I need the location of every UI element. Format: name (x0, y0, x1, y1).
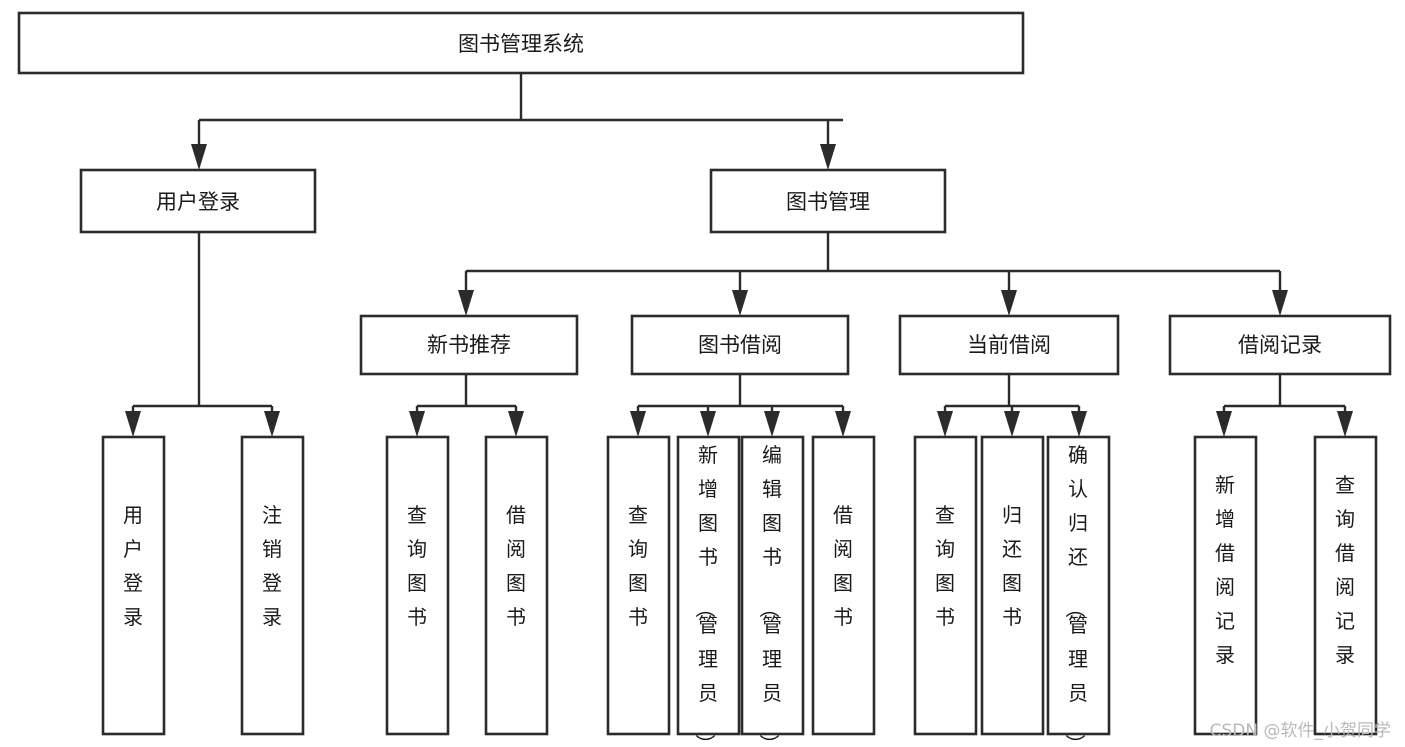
arrow-head-user-login (191, 144, 207, 170)
node-leaf-query-record[interactable]: 查询借阅记录 (1313, 435, 1378, 736)
arrow-head-book-borrow (732, 290, 748, 316)
node-leaf-query-record-label: 查询借阅记录 (1335, 473, 1355, 667)
arrow-head-leaf-confirm-return (1071, 411, 1087, 437)
node-leaf-confirm-return-label: 确认归还（管理员） (1063, 443, 1088, 747)
node-borrow-record-label: 借阅记录 (1238, 333, 1322, 357)
node-leaf-logout-box[interactable] (240, 435, 305, 736)
node-new-book-recommend-label: 新书推荐 (427, 333, 511, 357)
arrow-head-new-book-recommend (458, 290, 474, 316)
edge-group-root-to-level2 (191, 73, 843, 170)
edge-group-new-book-recommend-to-leaves (409, 374, 524, 437)
arrow-head-leaf-logout (264, 411, 280, 437)
arrow-head-leaf-query-record (1337, 411, 1353, 437)
watermark: CSDN @软件_小贺同学 (1209, 721, 1391, 741)
arrow-head-leaf-borrow-book-2 (835, 411, 851, 437)
node-leaf-borrow-book-1-label: 借阅图书 (506, 503, 526, 629)
arrow-head-current-borrow (1001, 290, 1017, 316)
node-leaf-query-book-1-label: 查询图书 (407, 503, 427, 629)
node-root[interactable]: 图书管理系统 (17, 11, 1025, 75)
node-leaf-query-book-1-box[interactable] (385, 435, 450, 736)
node-leaf-logout-label: 注销登录 (262, 503, 282, 629)
node-leaf-confirm-return[interactable]: 确认归还（管理员） (1046, 435, 1111, 747)
node-borrow-record[interactable]: 借阅记录 (1168, 314, 1392, 376)
node-leaf-edit-book[interactable]: 编辑图书（管理员） (740, 435, 805, 747)
arrow-head-leaf-add-book (700, 411, 716, 437)
node-root-box[interactable] (17, 11, 1025, 75)
node-leaf-add-book-label: 新增图书（管理员） (693, 443, 718, 747)
node-leaf-confirm-return-box[interactable] (1046, 435, 1111, 736)
node-leaf-add-record[interactable]: 新增借阅记录 (1193, 435, 1258, 736)
edge-group-book-manage-to-level3 (458, 232, 1288, 316)
node-user-login-label: 用户登录 (156, 190, 240, 214)
node-borrow-record-box[interactable] (1168, 314, 1392, 376)
node-book-manage-box[interactable] (709, 168, 947, 234)
node-root-label: 图书管理系统 (458, 32, 584, 56)
node-leaf-query-book-3-label: 查询图书 (935, 503, 955, 629)
node-leaf-user-login[interactable]: 用户登录 (101, 435, 166, 736)
arrow-head-leaf-add-record (1216, 411, 1232, 437)
node-new-book-recommend-box[interactable] (359, 314, 579, 376)
node-leaf-query-book-3[interactable]: 查询图书 (913, 435, 978, 736)
node-leaf-return-book-box[interactable] (980, 435, 1045, 736)
arrow-head-leaf-edit-book (764, 411, 780, 437)
node-new-book-recommend[interactable]: 新书推荐 (359, 314, 579, 376)
arrow-head-book-manage (820, 144, 836, 170)
node-user-login[interactable]: 用户登录 (79, 168, 317, 234)
edge-group-current-borrow-to-leaves (937, 374, 1087, 437)
arrow-head-leaf-query-book-1 (409, 411, 425, 437)
arrow-head-borrow-record (1272, 290, 1288, 316)
node-book-manage[interactable]: 图书管理 (709, 168, 947, 234)
node-leaf-borrow-book-1[interactable]: 借阅图书 (484, 435, 549, 736)
node-current-borrow-label: 当前借阅 (967, 333, 1051, 357)
arrow-head-leaf-query-book-3 (937, 411, 953, 437)
arrow-head-leaf-user-login (125, 411, 141, 437)
arrow-head-leaf-borrow-book-1 (508, 411, 524, 437)
node-leaf-query-record-box[interactable] (1313, 435, 1378, 736)
node-current-borrow[interactable]: 当前借阅 (898, 314, 1120, 376)
node-leaf-borrow-book-2[interactable]: 借阅图书 (811, 435, 876, 736)
node-leaf-add-record-label: 新增借阅记录 (1215, 473, 1235, 667)
node-book-borrow-box[interactable] (630, 314, 850, 376)
node-leaf-add-record-box[interactable] (1193, 435, 1258, 736)
node-book-manage-label: 图书管理 (786, 190, 870, 214)
node-leaf-query-book-3-box[interactable] (913, 435, 978, 736)
node-leaf-user-login-label: 用户登录 (123, 503, 143, 629)
node-leaf-add-book[interactable]: 新增图书（管理员） (676, 435, 741, 747)
arrow-head-leaf-return-book (1004, 411, 1020, 437)
node-user-login-box[interactable] (79, 168, 317, 234)
node-leaf-edit-book-label: 编辑图书（管理员） (757, 443, 782, 747)
node-book-borrow-label: 图书借阅 (698, 333, 782, 357)
edge-group-borrow-record-to-leaves (1216, 374, 1353, 437)
node-leaf-query-book-2-box[interactable] (606, 435, 671, 736)
node-leaf-borrow-book-2-box[interactable] (811, 435, 876, 736)
node-leaf-query-book-1[interactable]: 查询图书 (385, 435, 450, 736)
node-leaf-borrow-book-2-label: 借阅图书 (833, 503, 853, 629)
node-book-borrow[interactable]: 图书借阅 (630, 314, 850, 376)
node-leaf-return-book-label: 归还图书 (1002, 503, 1022, 629)
node-leaf-user-login-box[interactable] (101, 435, 166, 736)
node-leaf-query-book-2[interactable]: 查询图书 (606, 435, 671, 736)
edge-group-book-borrow-to-leaves (630, 374, 851, 437)
node-leaf-edit-book-box[interactable] (740, 435, 805, 736)
node-current-borrow-box[interactable] (898, 314, 1120, 376)
node-leaf-borrow-book-1-box[interactable] (484, 435, 549, 736)
node-leaf-return-book[interactable]: 归还图书 (980, 435, 1045, 736)
node-leaf-add-book-box[interactable] (676, 435, 741, 736)
edge-group-user-login-to-leaves (125, 232, 280, 437)
arrow-head-leaf-query-book-2 (630, 411, 646, 437)
node-leaf-query-book-2-label: 查询图书 (628, 503, 648, 629)
node-leaf-logout[interactable]: 注销登录 (240, 435, 305, 736)
